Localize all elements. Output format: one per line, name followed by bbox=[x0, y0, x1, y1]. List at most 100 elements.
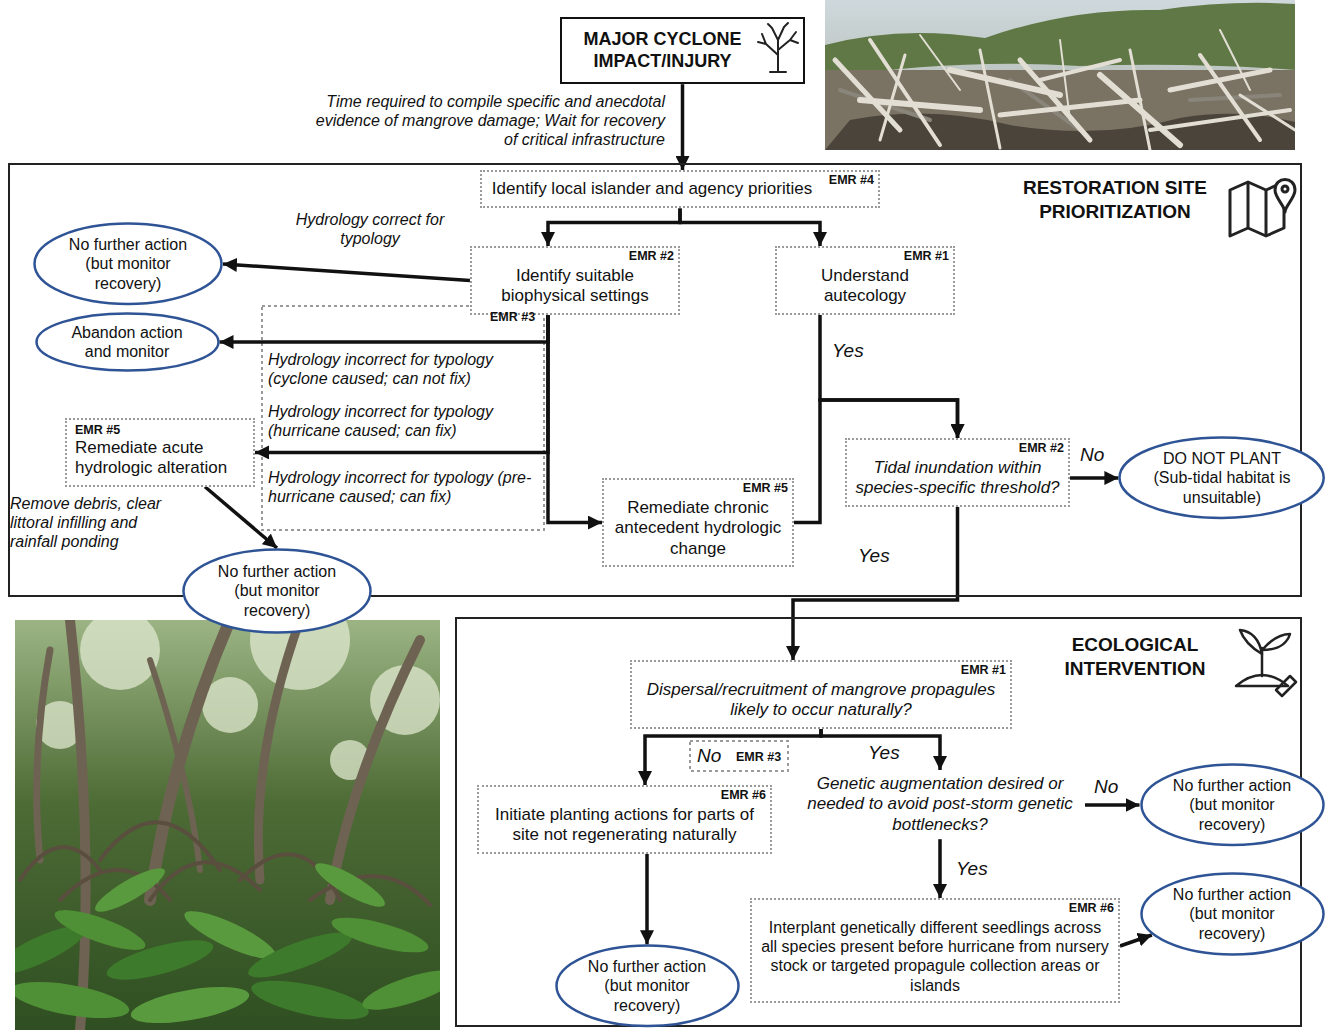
mangrove-forest-photo bbox=[80, 620, 160, 690]
edge-label: No bbox=[697, 745, 721, 768]
mangrove-forest-photo bbox=[248, 973, 372, 1027]
ellipse-outline bbox=[184, 550, 371, 633]
stage-panel: Identify local islander and agency prior… bbox=[8, 163, 1302, 597]
planting-icon bbox=[1276, 676, 1296, 696]
node-text: Initiate planting actions for parts of s… bbox=[487, 805, 762, 846]
mangrove-forest-photo bbox=[150, 620, 230, 900]
edge-label: Yes bbox=[956, 858, 988, 881]
connector bbox=[938, 839, 942, 898]
node-text: Understand autecology bbox=[785, 266, 945, 307]
stage-panel: Dispersal/recruitment of mangrove propag… bbox=[455, 617, 1302, 1027]
mangrove-forest-photo bbox=[128, 980, 251, 1030]
connector bbox=[1070, 476, 1118, 480]
emr-tag: EMR #5 bbox=[743, 481, 788, 496]
mangrove-forest-photo bbox=[329, 910, 432, 959]
dead-mangrove-photo bbox=[1190, 95, 1280, 100]
edge-label: Hydrology incorrect for typology (cyclon… bbox=[268, 350, 540, 388]
dead-tree-icon bbox=[758, 23, 798, 72]
ellipse-outline bbox=[1141, 765, 1323, 845]
mangrove-forest-photo bbox=[20, 847, 100, 880]
emr-tag: EMR #4 bbox=[829, 173, 874, 188]
outcome-ellipse: DO NOT PLANT (Sub-tidal habitat is unsui… bbox=[1118, 436, 1325, 519]
emr-tag: EMR #3 bbox=[736, 750, 781, 765]
outcome-ellipse: No further action (but monitor recovery) bbox=[182, 548, 372, 634]
dead-mangrove-photo bbox=[860, 100, 980, 110]
ellipse-outline bbox=[35, 224, 222, 304]
process-box: Understand autecology EMR #1 bbox=[775, 246, 955, 315]
mangrove-forest-photo bbox=[90, 861, 169, 918]
emr-tag: EMR #6 bbox=[721, 788, 766, 803]
planting-icon bbox=[1262, 634, 1290, 650]
ellipse-outline bbox=[1141, 874, 1323, 955]
map-pin-icon bbox=[1282, 186, 1288, 192]
emr-tag: EMR #3 bbox=[490, 310, 535, 325]
map-pin-icon bbox=[1230, 180, 1295, 237]
dead-mangrove-photo bbox=[825, 0, 1295, 150]
dead-mangrove-photo bbox=[1040, 60, 1120, 80]
node-text: No further action (but monitor recovery) bbox=[1166, 776, 1298, 834]
edge-label: Remove debris, clear littoral infilling … bbox=[10, 494, 182, 552]
process-box: Identify suitable biophysical settings EM… bbox=[470, 246, 680, 315]
action-box: EMR #5Remediate acute hydrologic alterat… bbox=[65, 418, 255, 487]
connector bbox=[223, 264, 470, 280]
decision-text: Genetic augmentation desired or needed t… bbox=[795, 770, 1085, 839]
connector bbox=[1085, 803, 1140, 807]
connector bbox=[793, 507, 958, 660]
node-text: Identify suitable biophysical settings bbox=[480, 266, 670, 307]
dead-mangrove-photo bbox=[1150, 110, 1290, 130]
edge-label: Hydrology incorrect for typology (pre-hu… bbox=[268, 468, 540, 506]
dead-mangrove-photo bbox=[980, 50, 1000, 148]
node-text: Interplant genetically different seedlin… bbox=[760, 918, 1110, 995]
emr-tag: EMR #2 bbox=[629, 249, 674, 264]
dead-mangrove-photo bbox=[835, 30, 1295, 150]
ellipse-outline bbox=[35, 312, 220, 372]
edge-label: Yes bbox=[868, 742, 900, 765]
process-box: Identify local islander and agency prior… bbox=[480, 170, 880, 208]
mangrove-forest-photo bbox=[358, 962, 440, 1018]
connector bbox=[1120, 935, 1152, 946]
connectors bbox=[205, 84, 1152, 946]
node-text: Remediate acute hydrologic alteration bbox=[75, 438, 247, 479]
dead-mangrove-photo bbox=[1060, 40, 1070, 120]
mangrove-forest-photo bbox=[36, 620, 440, 780]
emr-tag: EMR #1 bbox=[904, 249, 949, 264]
mangrove-forest-photo bbox=[258, 620, 300, 880]
connector bbox=[645, 854, 649, 944]
node-text: Dispersal/recruitment of mangrove propag… bbox=[640, 680, 1002, 721]
mangrove-forest-photo bbox=[244, 924, 356, 986]
dead-mangrove-photo bbox=[825, 0, 1295, 150]
map-pin-icon bbox=[1248, 182, 1266, 236]
mangrove-forest-photo bbox=[37, 620, 420, 1030]
node-text: No further action (but monitor recovery) bbox=[211, 562, 343, 620]
connector bbox=[680, 208, 820, 246]
edge-label: No bbox=[1080, 444, 1104, 467]
connector bbox=[681, 84, 685, 170]
emr-tag: EMR #2 bbox=[1019, 441, 1064, 456]
mangrove-forest-photo bbox=[103, 932, 216, 988]
planting-icon bbox=[1240, 630, 1262, 654]
connector bbox=[821, 729, 940, 770]
ellipse-outline bbox=[36, 314, 218, 371]
edge-label: Time required to compile specific and an… bbox=[315, 92, 665, 150]
dead-mangrove-photo bbox=[1100, 75, 1180, 145]
edge-label: Yes bbox=[858, 545, 890, 568]
dead-mangrove-photo bbox=[1220, 30, 1250, 90]
panel-heading: RESTORATION SITE PRIORITIZATION bbox=[1010, 176, 1220, 224]
node-text: No further action (but monitor recovery) bbox=[581, 957, 713, 1015]
edge-label: Hydrology correct for typology bbox=[280, 210, 460, 248]
action-box: Interplant genetically different seedlin… bbox=[750, 898, 1120, 1003]
decision-box: Tidal inundation within species-specific… bbox=[845, 438, 1070, 507]
dead-tree-icon bbox=[758, 23, 798, 72]
emr-tag: EMR #5 bbox=[75, 423, 247, 438]
connector bbox=[820, 315, 958, 438]
action-box: Remediate chronic antecedent hydrologic … bbox=[602, 478, 794, 567]
grouping-bracket bbox=[690, 741, 788, 771]
outcome-ellipse: Abandon action and monitor bbox=[35, 312, 220, 372]
mangrove-forest-photo bbox=[15, 975, 132, 1025]
mangrove-forest-photo bbox=[15, 620, 440, 1030]
mangrove-forest-photo bbox=[37, 650, 50, 860]
emr-tag: EMR #1 bbox=[961, 663, 1006, 678]
mangrove-forest-photo bbox=[100, 822, 220, 870]
emr-tag: EMR #6 bbox=[1069, 901, 1114, 916]
